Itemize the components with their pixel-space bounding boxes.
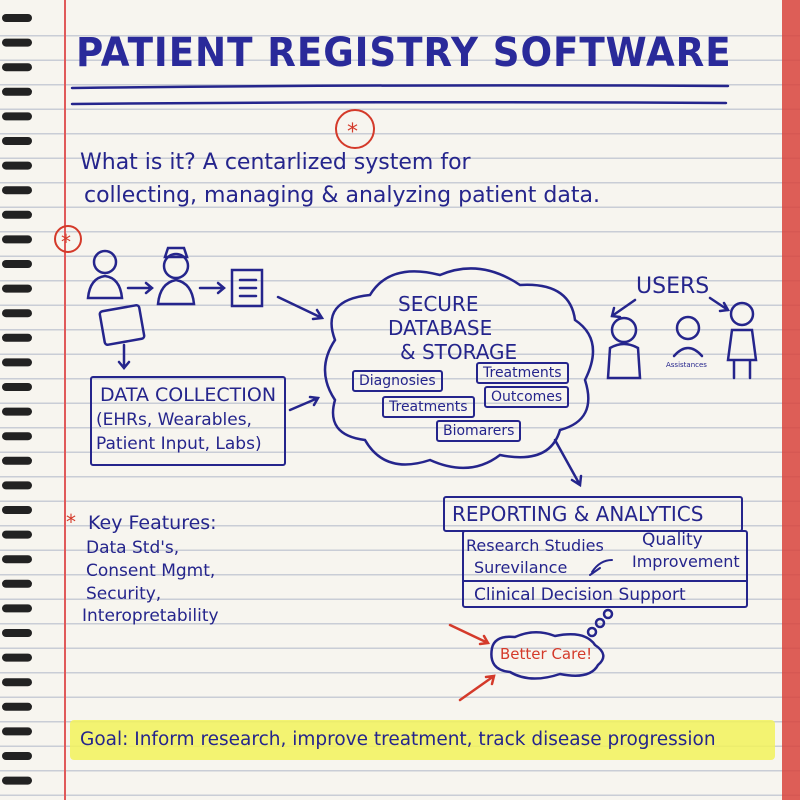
spiral-binding	[2, 14, 32, 785]
spiral-ring	[2, 63, 32, 72]
spiral-ring	[2, 727, 32, 736]
assistant-label: Assistances	[666, 361, 707, 369]
svg-text:*: *	[347, 120, 358, 145]
tablet-icon	[98, 304, 146, 346]
feature-item: Consent Mgmt,	[86, 561, 216, 581]
title-underline	[70, 84, 730, 90]
spiral-ring	[2, 653, 32, 662]
spiral-ring	[2, 604, 32, 613]
surveillance: Surevilance	[474, 558, 568, 577]
spiral-ring	[2, 776, 32, 785]
spiral-ring	[2, 333, 32, 342]
feature-item: Interopretability	[82, 606, 219, 626]
spiral-ring	[2, 752, 32, 760]
goal-statement: Goal: Inform research, improve treatment…	[80, 729, 716, 750]
spiral-ring	[2, 87, 32, 96]
tag-treatments-2: Treatments	[382, 396, 475, 418]
spiral-ring	[2, 235, 32, 244]
spiral-ring	[2, 112, 32, 121]
user-assistant-icon	[672, 315, 704, 358]
reporting-body-box	[462, 530, 748, 608]
features-asterisk: *	[66, 510, 76, 534]
page-title: PATIENT REGISTRY SOFTWARE	[76, 30, 732, 76]
tag-treatments: Treatments	[476, 362, 569, 384]
spiral-ring	[2, 284, 32, 293]
clinical-decision-support: Clinical Decision Support	[474, 585, 686, 605]
data-collection-heading: DATA COLLECTION	[100, 384, 277, 406]
spiral-ring	[2, 210, 32, 219]
spiral-ring	[2, 456, 32, 465]
spiral-ring	[2, 481, 32, 490]
spiral-ring	[2, 358, 32, 367]
user-doctor-icon	[606, 316, 642, 380]
spiral-ring	[2, 702, 32, 711]
data-collection-box	[90, 376, 286, 466]
feature-item: Data Std's,	[86, 538, 180, 558]
key-features-heading: Key Features:	[88, 512, 217, 534]
svg-text:*: *	[61, 230, 71, 254]
spiral-ring	[2, 14, 32, 22]
spiral-ring	[2, 530, 32, 539]
better-care-cloud	[490, 631, 605, 680]
spiral-ring	[2, 678, 32, 687]
feature-item: Security,	[86, 584, 162, 604]
intro-line-2: collecting, managing & analyzing patient…	[84, 183, 600, 208]
spiral-ring	[2, 407, 32, 416]
spiral-ring	[2, 186, 32, 195]
spiral-ring	[2, 137, 32, 145]
spiral-ring	[2, 383, 32, 391]
reporting-heading: REPORTING & ANALYTICS	[452, 502, 704, 526]
margin-line	[64, 0, 66, 800]
divider	[462, 580, 748, 582]
spiral-ring	[2, 161, 32, 170]
asterisk-circle	[335, 109, 375, 149]
arrow	[126, 281, 154, 295]
database-cloud	[323, 267, 595, 470]
users-label: USERS	[636, 274, 710, 299]
spiral-ring	[2, 260, 32, 268]
spiral-ring	[2, 38, 32, 47]
spiral-ring	[2, 629, 32, 637]
tag-diagnoses: Diagnosies	[352, 370, 443, 392]
data-collection-line-1: (EHRs, Wearables,	[96, 410, 252, 430]
spiral-ring	[2, 579, 32, 588]
tag-outcomes: Outcomes	[484, 386, 570, 408]
quality: Quality	[642, 530, 703, 550]
research-studies: Research Studies	[466, 536, 604, 555]
database-title-3: & STORAGE	[400, 340, 518, 364]
page-edge	[782, 0, 800, 800]
clipboard-icon	[230, 268, 264, 308]
spiral-ring	[2, 555, 32, 564]
nurse-icon	[156, 246, 196, 306]
intro-line-1: What is it? A centarlized system for	[80, 150, 471, 175]
goal-highlight	[70, 720, 775, 760]
spiral-ring	[2, 506, 32, 514]
better-care-label: Better Care!	[500, 645, 593, 663]
user-patient-icon	[726, 301, 758, 380]
database-title-2: DATABASE	[388, 316, 493, 340]
database-title-1: SECURE	[398, 292, 479, 316]
doctor-icon	[86, 249, 124, 300]
data-collection-line-2: Patient Input, Labs)	[96, 434, 262, 454]
tag-biomarkers: Biomarers	[436, 420, 522, 442]
spiral-ring	[2, 432, 32, 441]
spiral-ring	[2, 309, 32, 318]
title-underline-2	[70, 100, 728, 106]
improvement: Improvement	[632, 552, 740, 571]
